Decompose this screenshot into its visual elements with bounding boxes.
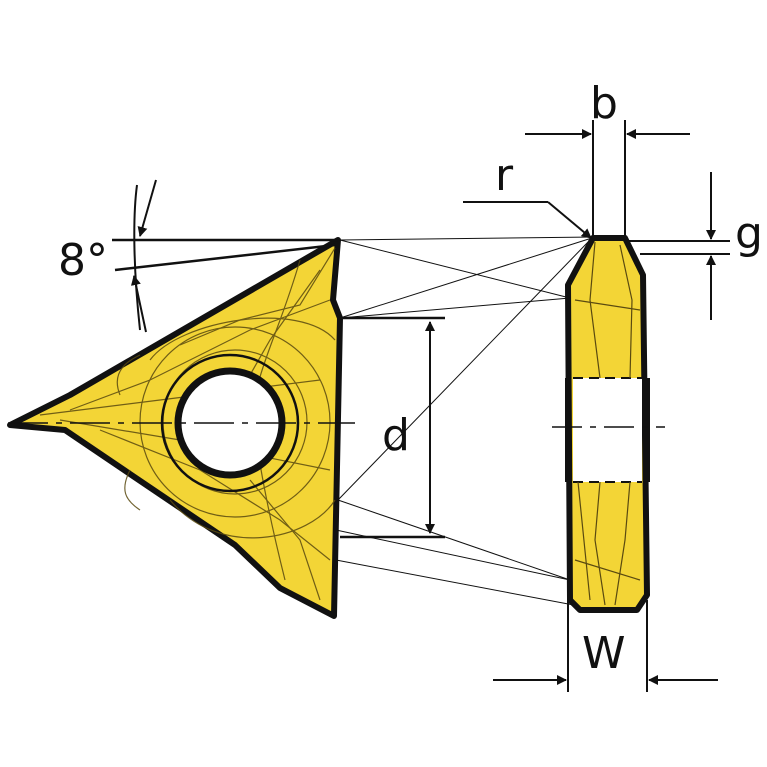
w-dimension bbox=[493, 600, 718, 692]
g-dimension bbox=[625, 172, 730, 320]
angle-dimension bbox=[112, 179, 338, 333]
b-label: b bbox=[590, 78, 618, 129]
side-view-texture bbox=[574, 241, 641, 606]
side-view-hole-band bbox=[573, 378, 642, 482]
r-leader bbox=[463, 201, 592, 239]
w-label: W bbox=[582, 628, 626, 679]
diameter-dimension bbox=[340, 316, 445, 539]
angle-arrow-top bbox=[137, 179, 157, 237]
angle-reference-line-slanted bbox=[114, 243, 336, 272]
r-arrow bbox=[547, 201, 592, 239]
r-label: r bbox=[495, 150, 514, 201]
triangle-insert bbox=[7, 237, 355, 619]
angle-label: 8° bbox=[58, 235, 108, 286]
angle-arrow-bottom bbox=[130, 275, 147, 333]
angle-arc bbox=[133, 184, 141, 331]
g-label: g bbox=[735, 208, 763, 259]
b-dimension bbox=[525, 120, 690, 238]
side-view-insert bbox=[552, 235, 665, 613]
diameter-label: d bbox=[382, 410, 410, 461]
projection-lines bbox=[335, 236, 601, 611]
